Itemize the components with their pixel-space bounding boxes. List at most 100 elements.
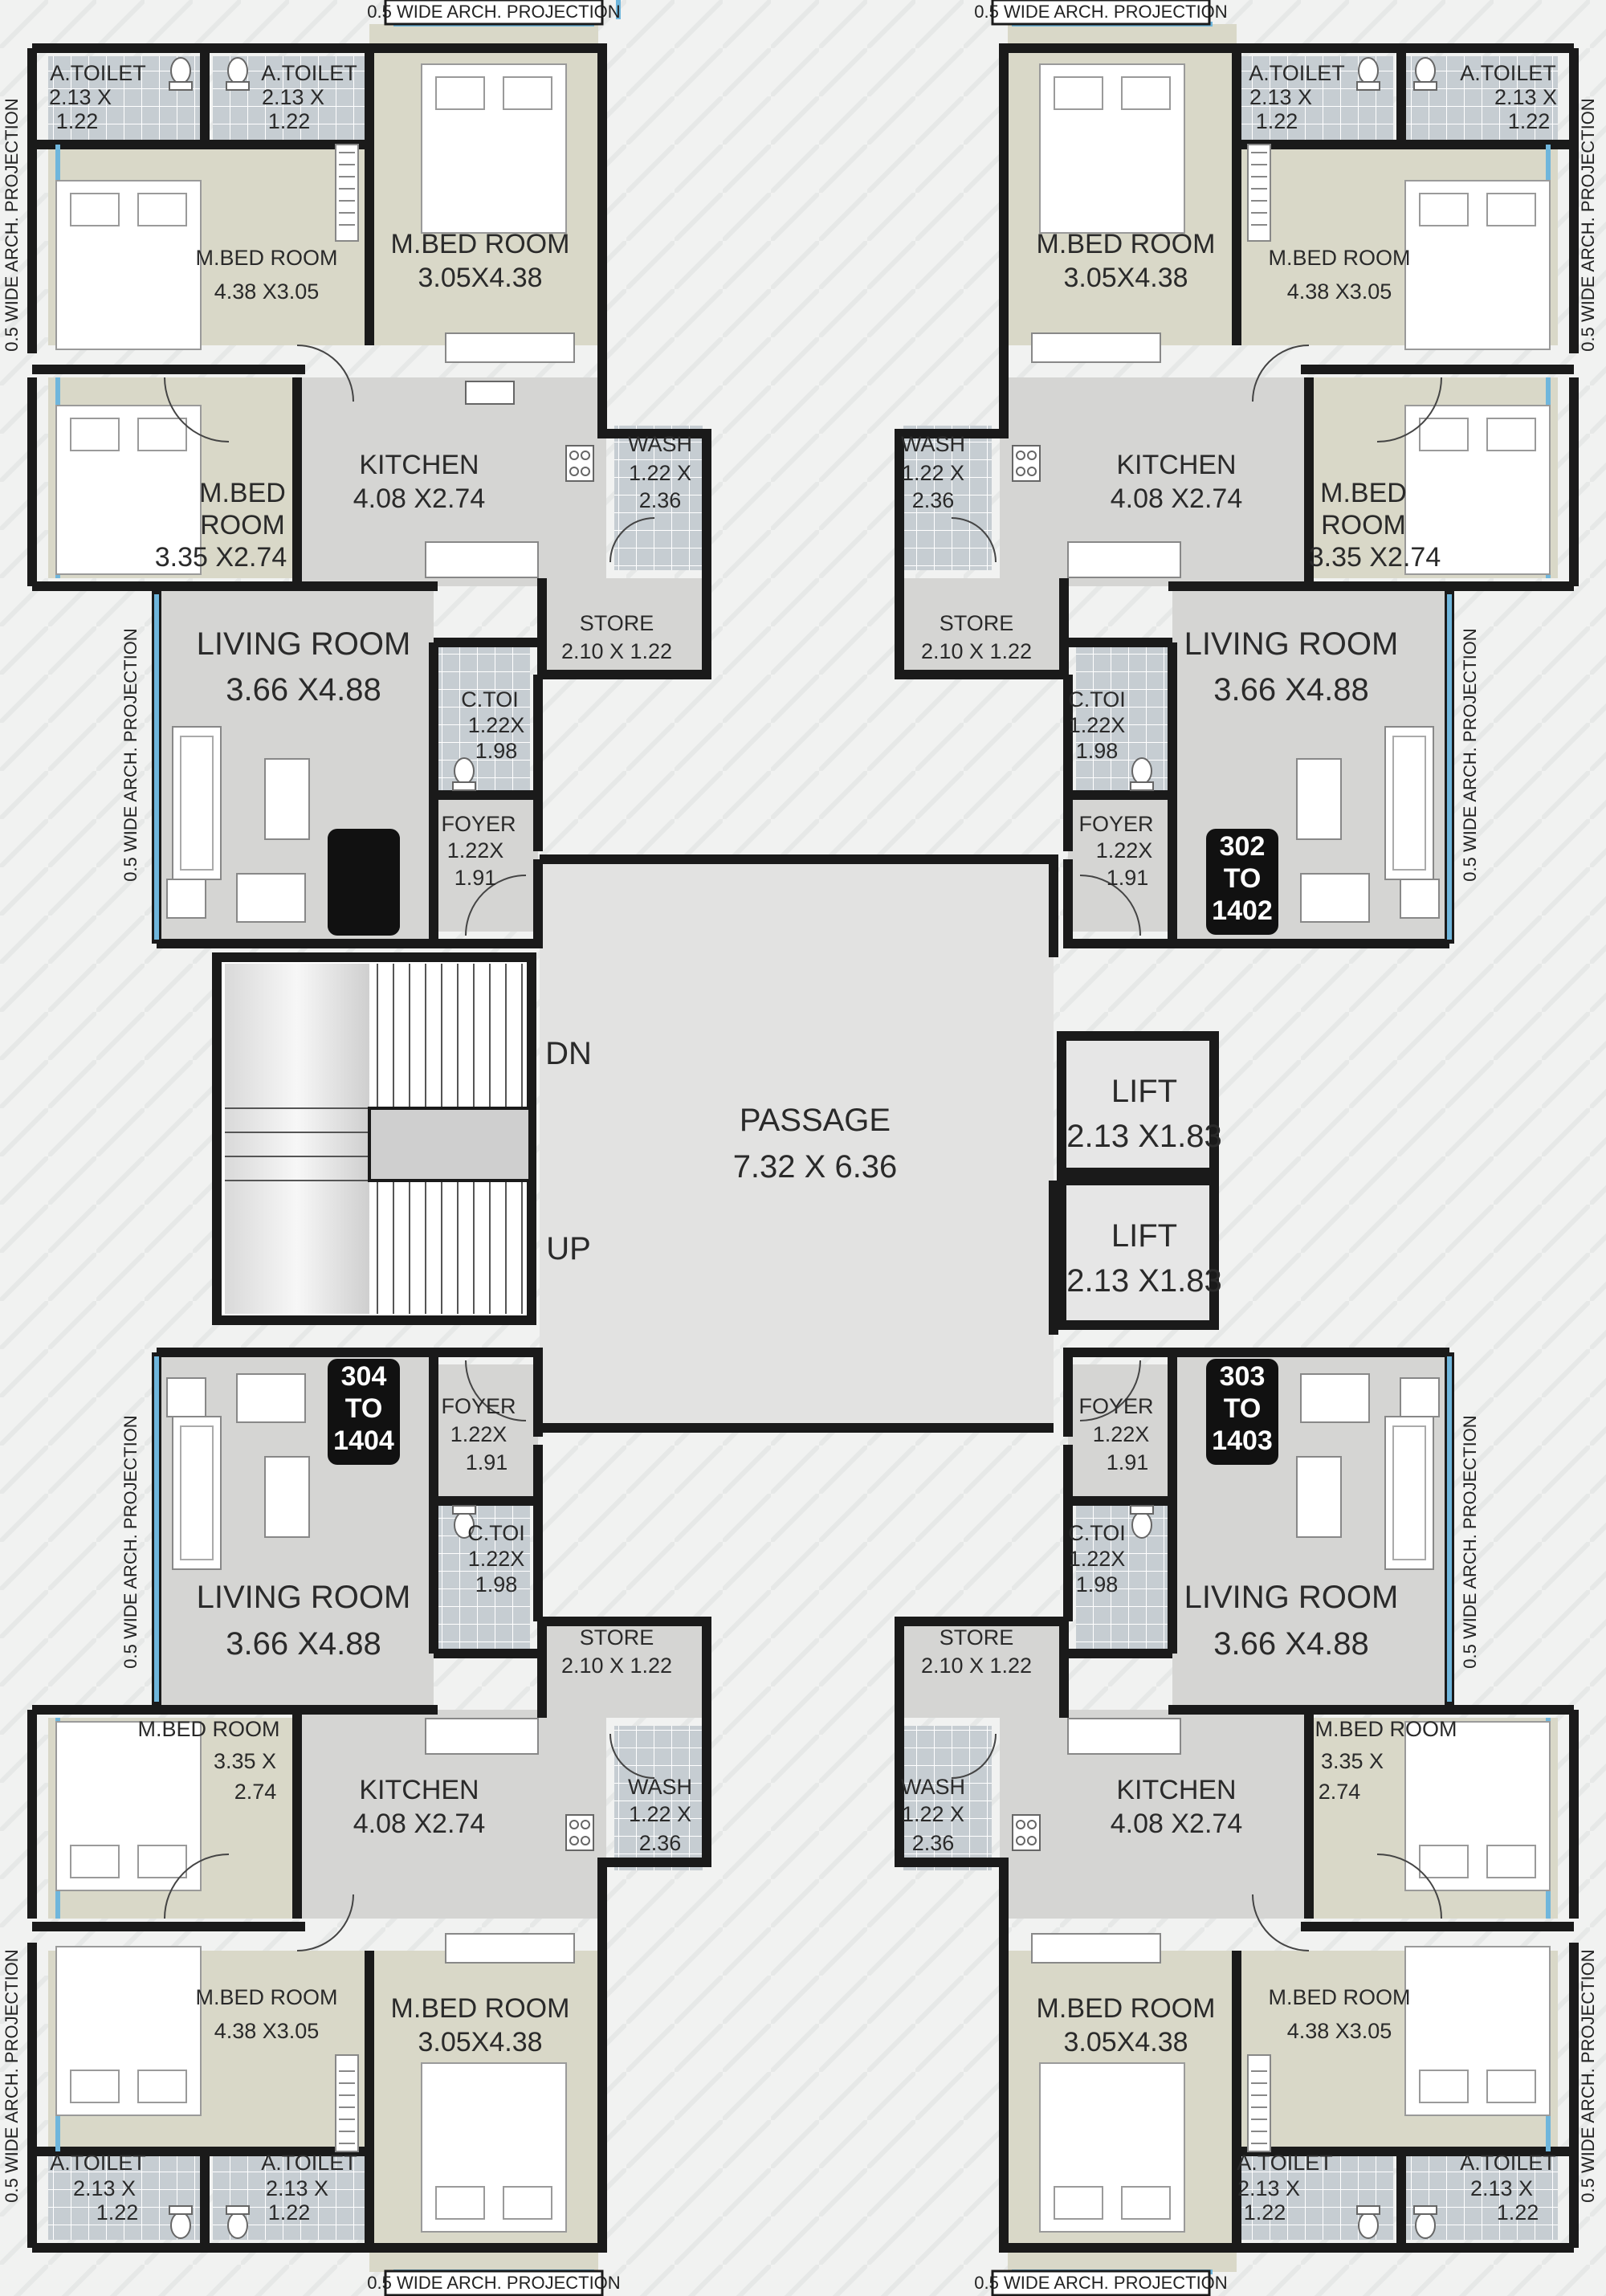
bed-side-dims-2: 2.74	[1319, 1780, 1361, 1804]
bed-b-name: M.BED ROOM	[1037, 229, 1216, 259]
toilet-a-dims-1: 2.13 X	[73, 2176, 136, 2200]
foyer-area	[434, 795, 538, 932]
wash-dims-1: 1.22 X	[629, 1802, 691, 1826]
projection-label-living-304: 0.5 WIDE ARCH. PROJECTION	[120, 1415, 141, 1668]
foyer-dims-2: 1.91	[466, 1450, 508, 1474]
toilet-a-dims-1: 2.13 X	[49, 85, 112, 109]
ctoilet-dims-2: 1.98	[475, 739, 518, 763]
projection-label-right-lower: 0.5 WIDE ARCH. PROJECTION	[1578, 1949, 1598, 2202]
store-dims: 2.10 X 1.22	[921, 639, 1032, 663]
unit-number-bottom: 1402	[1212, 895, 1273, 926]
unit-number-bottom: 1404	[333, 1425, 394, 1456]
bed-side-name-1: M.BED	[1320, 478, 1407, 508]
toilet-b-dims-1: 2.13 X	[262, 85, 324, 109]
store-name: STORE	[580, 611, 654, 635]
ctoilet-dims-2: 1.98	[475, 1572, 518, 1597]
wash-area	[614, 426, 703, 570]
projection-label-left-lower: 0.5 WIDE ARCH. PROJECTION	[2, 1949, 22, 2202]
store-dims: 2.10 X 1.22	[561, 639, 672, 663]
bed-side-dims-1: 3.35 X	[1321, 1749, 1384, 1773]
kitchen-name: KITCHEN	[359, 450, 479, 480]
bed-side-dims-1: 3.35 X	[214, 1749, 276, 1773]
bed-a-name: M.BED ROOM	[1268, 1985, 1410, 2009]
unit-number-bottom: 1403	[1212, 1425, 1273, 1456]
store-dims: 2.10 X 1.22	[561, 1654, 672, 1678]
bed-side-name: M.BED ROOM	[1315, 1717, 1457, 1741]
unit-302: A.TOILET 2.13 X 1.22 A.TOILET 2.13 X 1.2…	[895, 22, 1579, 948]
foyer-dims-2: 1.91	[1107, 1450, 1149, 1474]
ctoilet-dims-1: 1.22X	[1069, 1547, 1126, 1571]
bed-side-name: M.BED ROOM	[137, 1717, 279, 1741]
wash-dims-1: 1.22 X	[902, 1802, 964, 1826]
toilet-a-name: A.TOILET	[1460, 2151, 1556, 2175]
living-name: LIVING ROOM	[197, 626, 411, 662]
bed-b-name: M.BED ROOM	[391, 1993, 570, 2024]
unit-number-top: 304	[341, 1361, 387, 1392]
projection-label-living-301: 0.5 WIDE ARCH. PROJECTION	[120, 628, 141, 881]
passage-dims: 7.32 X 6.36	[733, 1149, 898, 1185]
toilet-a-dims-1: 2.13 X	[1470, 2176, 1533, 2200]
ctoilet-name: C.TOI	[461, 687, 519, 712]
bed-a-dims: 4.38 X3.05	[214, 279, 320, 304]
wash-dims-2: 2.36	[912, 488, 955, 512]
bed-b-dims: 3.05X4.38	[418, 2027, 542, 2057]
unit-number-mid: TO	[345, 1393, 383, 1424]
bed-side-dims: 3.35 X2.74	[1309, 542, 1441, 573]
ctoilet-dims-1: 1.22X	[468, 713, 525, 737]
toilet-a-dims-2: 1.22	[1508, 109, 1551, 133]
core: DN UP PASSAGE 7.32 X 6.36 LIFT 2.13 X1.8…	[212, 854, 1222, 1433]
wash-dims-2: 2.36	[639, 1831, 682, 1855]
wash-name: WASH	[901, 432, 965, 456]
ctoilet-dims-1: 1.22X	[468, 1547, 525, 1571]
toilet-b-dims-2: 1.22	[268, 109, 311, 133]
stair-up-label: UP	[546, 1231, 591, 1266]
bed-side-name-1: M.BED	[199, 478, 286, 508]
unit-number-mid: TO	[1224, 1393, 1262, 1424]
projection-label-living-302: 0.5 WIDE ARCH. PROJECTION	[1460, 628, 1480, 881]
foyer-name: FOYER	[441, 1394, 516, 1418]
toilet-b-dims-2: 1.22	[1244, 2200, 1286, 2225]
store-name: STORE	[940, 1625, 1014, 1650]
projection-label-top-left: 0.5 WIDE ARCH. PROJECTION	[367, 2, 620, 22]
toilet-b-dims-1: 2.13 X	[1249, 85, 1312, 109]
projection-label-bottom-right: 0.5 WIDE ARCH. PROJECTION	[974, 2273, 1227, 2293]
living-dims: 3.66 X4.88	[1213, 672, 1369, 708]
kitchen-name: KITCHEN	[359, 1775, 479, 1805]
store-area	[542, 578, 703, 675]
stair-down-label: DN	[545, 1036, 592, 1071]
toilet-a-name: A.TOILET	[50, 2151, 146, 2175]
lift-2-name: LIFT	[1111, 1218, 1177, 1254]
toilet-b-name: A.TOILET	[1249, 61, 1345, 85]
living-dims: 3.66 X4.88	[226, 672, 381, 708]
passage-area	[540, 859, 1054, 1428]
ctoilet-area	[434, 642, 530, 795]
toilet-a-name: A.TOILET	[1460, 61, 1556, 85]
ctoilet-name: C.TOI	[467, 1521, 525, 1545]
unit-303: 303 TO 1403 FOYER 1.22X 1.91 C.TOI 1.22X…	[895, 1348, 1579, 2274]
unit-304: 304 TO 1404 FOYER 1.22X 1.91 C.TOI 1.22X…	[27, 830, 711, 2274]
kitchen-dims: 4.08 X2.74	[353, 483, 485, 514]
bed-b-name: M.BED ROOM	[1037, 1993, 1216, 2024]
wash-dims-1: 1.22 X	[902, 461, 964, 485]
projection-label-right-upper: 0.5 WIDE ARCH. PROJECTION	[1578, 98, 1598, 351]
foyer-dims-1: 1.22X	[1096, 838, 1153, 863]
wash-name: WASH	[628, 432, 692, 456]
kitchen-name: KITCHEN	[1116, 450, 1236, 480]
bed-a-dims: 4.38 X3.05	[1287, 2019, 1392, 2043]
ctoilet-dims-2: 1.98	[1076, 739, 1119, 763]
living-name: LIVING ROOM	[1184, 626, 1399, 662]
foyer-name: FOYER	[1078, 1394, 1153, 1418]
bed-b-dims: 3.05X4.38	[1063, 2027, 1188, 2057]
kitchen-dims: 4.08 X2.74	[1111, 1809, 1242, 1839]
bed-side-dims-2: 2.74	[234, 1780, 277, 1804]
bed-b-name: M.BED ROOM	[391, 229, 570, 259]
bed-a-dims: 4.38 X3.05	[1287, 279, 1392, 304]
ctoilet-dims-1: 1.22X	[1069, 713, 1126, 737]
bed-b-dims: 3.05X4.38	[1063, 263, 1188, 293]
lift-1-dims: 2.13 X1.83	[1066, 1119, 1222, 1154]
toilet-b-dims-1: 2.13 X	[1237, 2176, 1300, 2200]
bed-b-dims: 3.05X4.38	[418, 263, 542, 293]
foyer-name: FOYER	[441, 812, 516, 836]
